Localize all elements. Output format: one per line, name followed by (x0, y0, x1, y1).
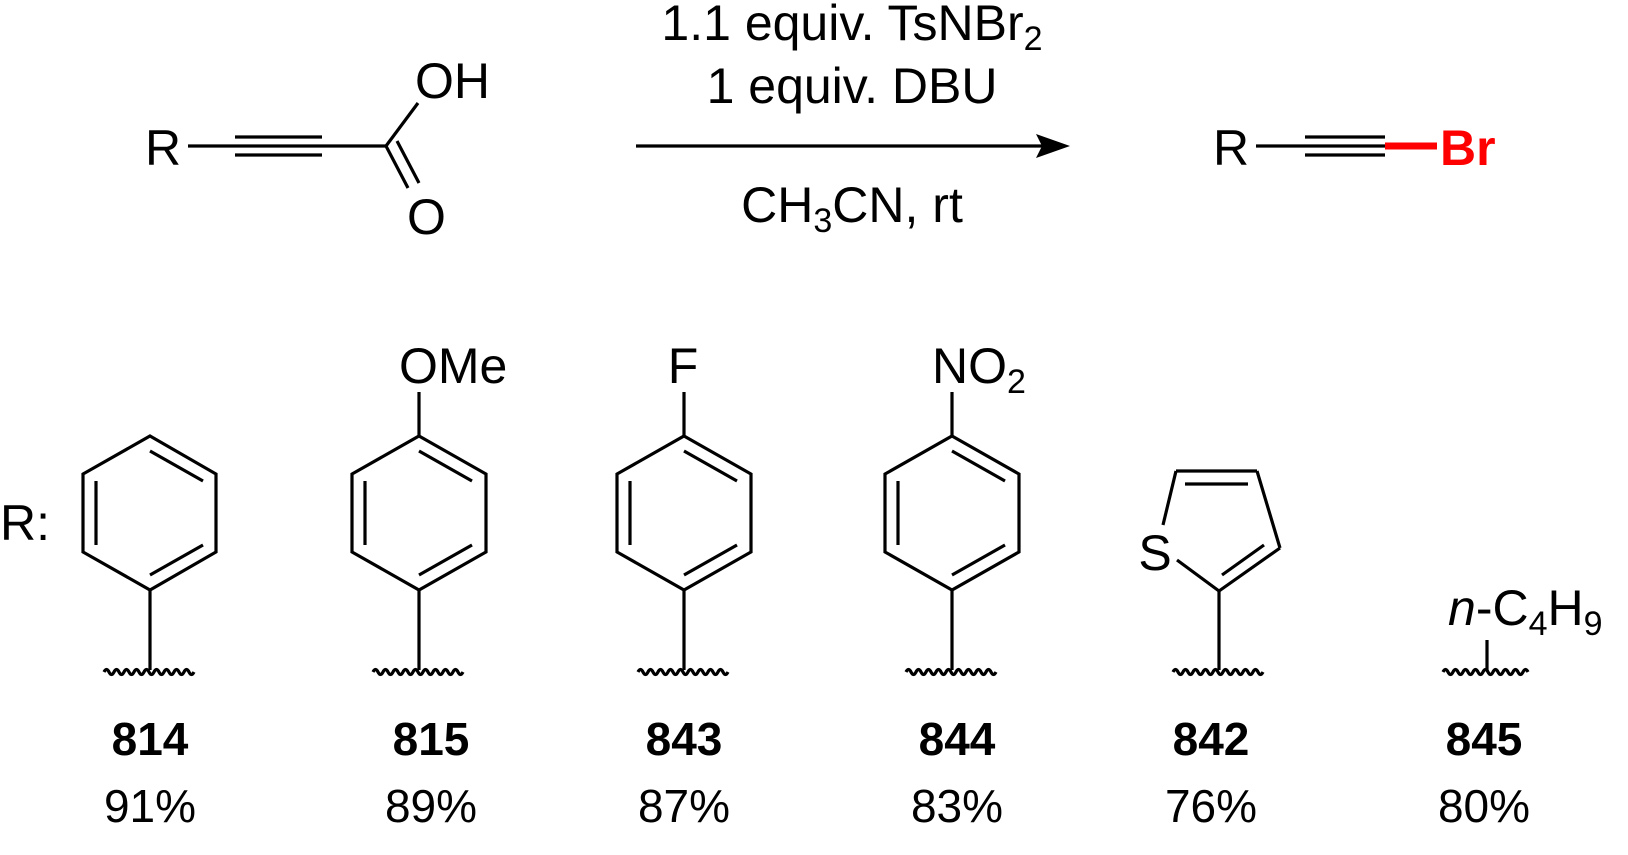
compound-number: 815 (393, 713, 470, 765)
reactant-alkynoic-acid: R OH O (145, 53, 490, 245)
oh-label: OH (415, 53, 490, 109)
yield: 91% (104, 780, 196, 832)
solvent-conditions: CH3CN, rt (741, 177, 963, 240)
yield: 76% (1165, 780, 1257, 832)
reaction-conditions: 1.1 equiv. TsNBr2 1 equiv. DBU CH3CN, rt (636, 0, 1070, 240)
reagent-1: 1.1 equiv. TsNBr2 (661, 0, 1042, 58)
benzene-ring (81, 434, 218, 592)
compound-number: 844 (919, 713, 996, 765)
yield: 89% (385, 780, 477, 832)
c-oh-bond (384, 102, 420, 147)
ring-inner-bond (418, 449, 473, 483)
yield: 80% (1438, 780, 1530, 832)
ring-bond (1161, 470, 1178, 526)
ring-bond (1176, 558, 1220, 593)
r-heading: R: (0, 495, 50, 551)
benzene-ring (615, 434, 753, 592)
n-butyl-label: n-C4H9 (1448, 580, 1603, 643)
ring-inner-bond (1221, 543, 1265, 577)
carbonyl-o-label: O (407, 189, 446, 245)
compound-number: 845 (1446, 713, 1523, 765)
wavy-attachment-line (102, 667, 196, 677)
ring-inner-bond (418, 543, 473, 577)
no2-label: NO2 (932, 338, 1026, 401)
substituent-4-nitrophenyl: NO2 844 83% (883, 338, 1026, 832)
substituent-phenyl: 814 91% (81, 434, 218, 832)
ring-inner-bond (951, 543, 1006, 577)
yield: 87% (638, 780, 730, 832)
reagent-2: 1 equiv. DBU (707, 58, 998, 114)
ring-inner-bond (951, 449, 1006, 483)
substituent-4-methoxyphenyl: OMe 815 89% (350, 338, 507, 832)
wavy-attachment-line (1441, 667, 1530, 677)
product-bromoalkyne: R Br (1213, 120, 1496, 176)
ring-inner-bond (149, 449, 204, 483)
wavy-attachment-line (1171, 667, 1265, 677)
ring-inner-bond (683, 449, 738, 483)
ome-label: OMe (399, 338, 507, 394)
c-o-bond-2 (395, 140, 421, 184)
product-r-label: R (1213, 120, 1249, 176)
substituent-n-butyl: n-C4H9 845 80% (1438, 580, 1603, 832)
benzene-ring (883, 434, 1021, 592)
f-label: F (668, 338, 699, 394)
br-label: Br (1440, 120, 1496, 176)
compound-number: 843 (646, 713, 723, 765)
compound-number: 814 (112, 713, 189, 765)
reaction-arrow-head (1036, 134, 1070, 158)
reactant-r-label: R (145, 120, 181, 176)
wavy-attachment-line (904, 667, 998, 677)
benzene-ring (350, 434, 488, 592)
ring-inner-bond (683, 543, 738, 577)
wavy-attachment-line (371, 667, 465, 677)
ring-bond (1218, 546, 1281, 593)
c-o-bond-1 (384, 145, 410, 189)
compound-number: 842 (1173, 713, 1250, 765)
ring-bond (1255, 470, 1282, 549)
substituent-2-thienyl: S 842 76% (1138, 469, 1282, 832)
sulfur-label: S (1138, 525, 1171, 581)
ring-inner-bond (149, 543, 204, 577)
yield: 83% (911, 780, 1003, 832)
substituent-4-fluorophenyl: F 843 87% (615, 338, 753, 832)
wavy-attachment-line (636, 667, 730, 677)
